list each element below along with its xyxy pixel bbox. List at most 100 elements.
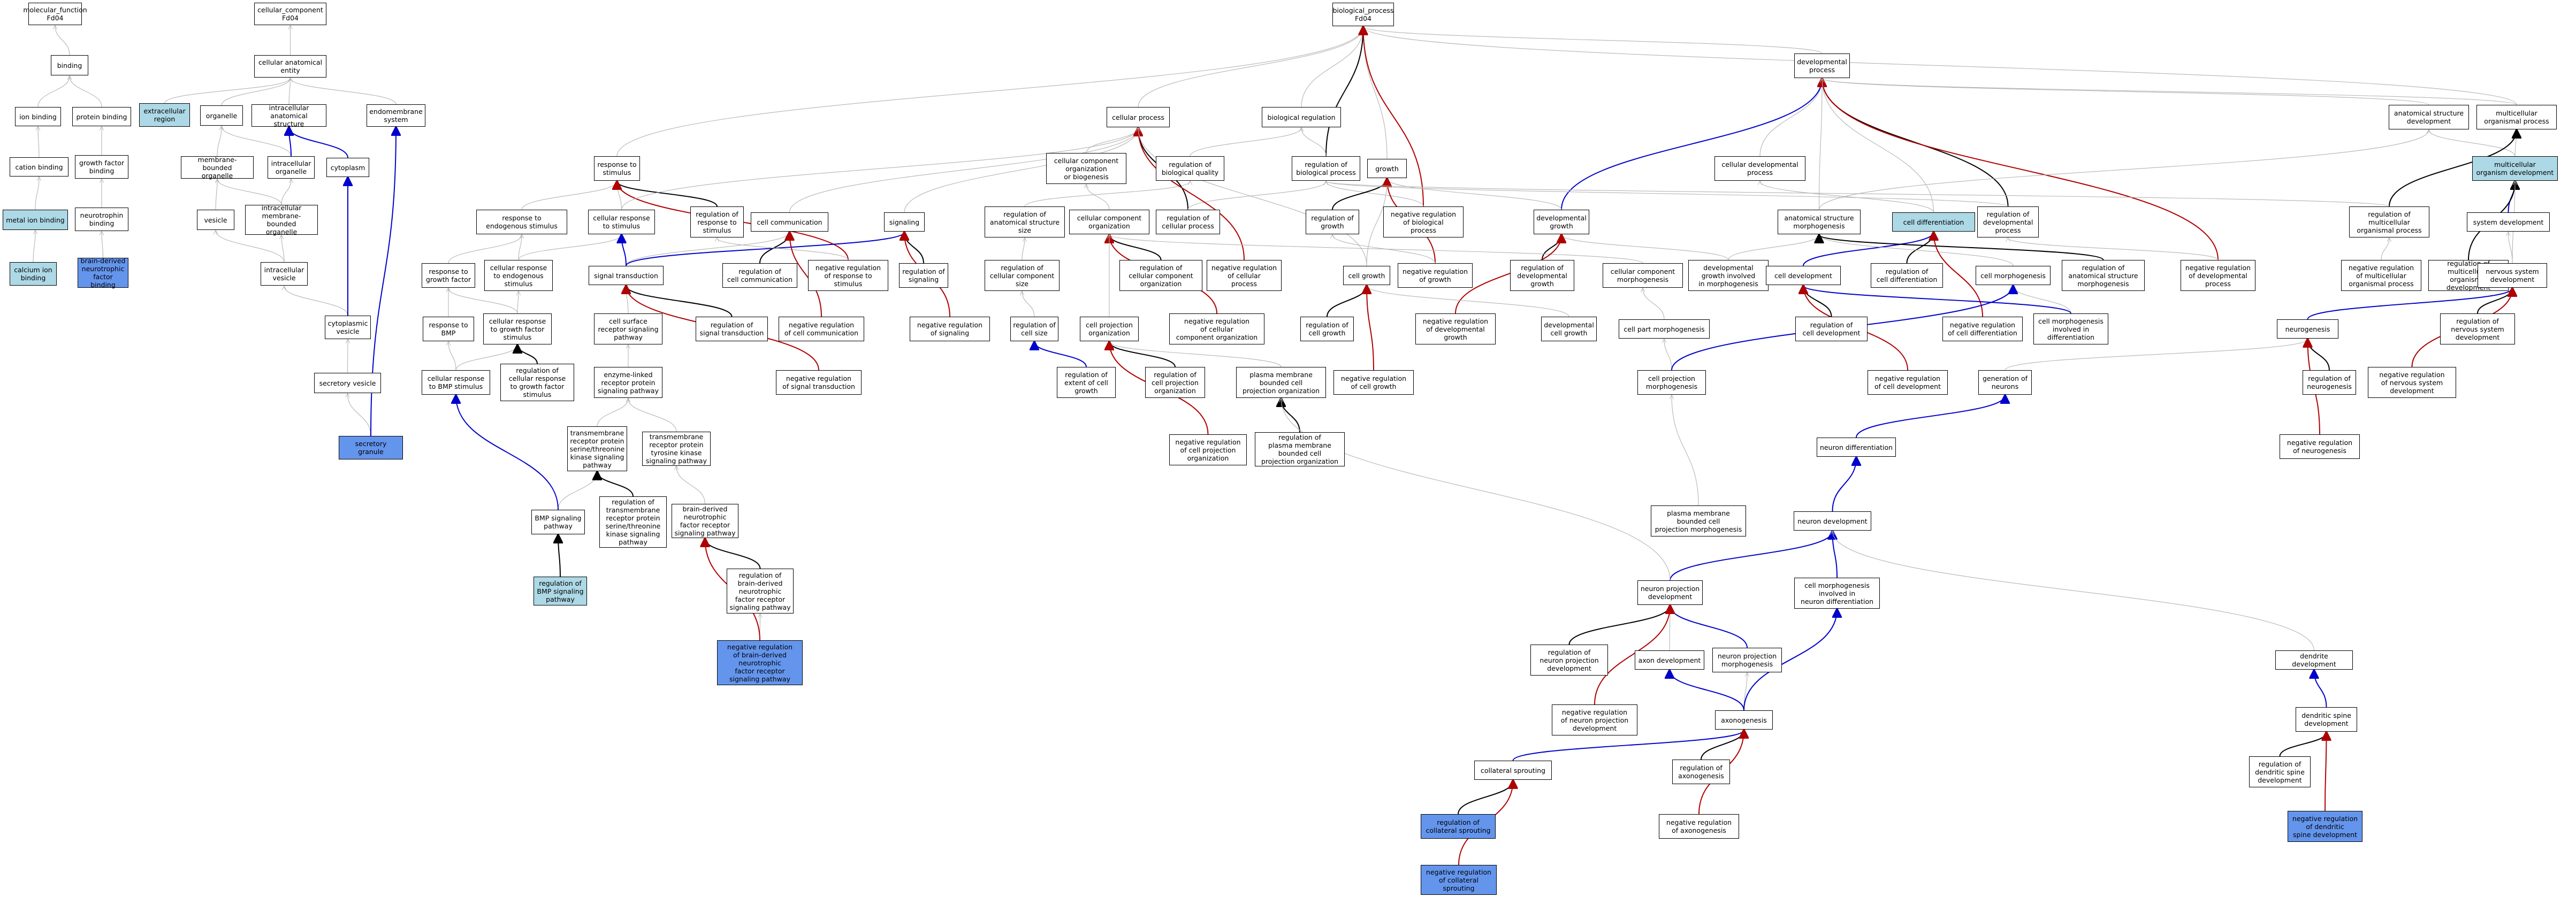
node-binding[interactable]: binding bbox=[51, 55, 88, 75]
node-negative-regulation-of-nervous-system-development[interactable]: negative regulation of nervous system de… bbox=[2368, 367, 2456, 398]
node-cellular-response-to-endogenous-stimulus[interactable]: cellular response to endogenous stimulus bbox=[484, 260, 553, 291]
node-cytoplasmic-vesicle[interactable]: cytoplasmic vesicle bbox=[325, 316, 371, 339]
node-regulation-of-signaling[interactable]: regulation of signaling bbox=[899, 263, 948, 288]
node-extracellular-region[interactable]: extracellular region bbox=[139, 103, 190, 127]
node-regulation-of-cellular-process[interactable]: regulation of cellular process bbox=[1156, 210, 1220, 234]
node-response-to-stimulus[interactable]: response to stimulus bbox=[594, 156, 640, 181]
node-biological-regulation[interactable]: biological regulation bbox=[1262, 107, 1341, 127]
node-cell-development[interactable]: cell development bbox=[1766, 266, 1841, 285]
node-nervous-system-development[interactable]: nervous system development bbox=[2478, 263, 2547, 288]
node-intracellular-anatomical-structure[interactable]: intracellular anatomical structure bbox=[251, 104, 326, 128]
node-developmental-process[interactable]: developmental process bbox=[1794, 53, 1850, 78]
node-negative-regulation-of-dendritic-spine-development[interactable]: negative regulation of dendritic spine d… bbox=[2288, 811, 2362, 842]
node-molecular-function[interactable]: molecular_function Fd04 bbox=[23, 3, 87, 25]
node-negative-regulation-of-collateral-sprouting[interactable]: negative regulation of collateral sprout… bbox=[1421, 865, 1497, 895]
node-multicellular-organism-development[interactable]: multicellular organism development bbox=[2472, 156, 2558, 181]
node-generation-of-neurons[interactable]: generation of neurons bbox=[1978, 370, 2032, 395]
node-cell-growth[interactable]: cell growth bbox=[1343, 266, 1390, 285]
node-regulation-of-bmp-signaling-pathway[interactable]: regulation of BMP signaling pathway bbox=[534, 577, 587, 605]
node-protein-binding[interactable]: protein binding bbox=[72, 107, 131, 126]
node-neuron-projection-morphogenesis[interactable]: neuron projection morphogenesis bbox=[1712, 648, 1782, 672]
node-cell-part-morphogenesis[interactable]: cell part morphogenesis bbox=[1619, 319, 1710, 339]
node-regulation-of-signal-transduction[interactable]: regulation of signal transduction bbox=[696, 317, 768, 341]
node-intracellular-vesicle[interactable]: intracellular vesicle bbox=[261, 262, 308, 286]
node-negative-regulation-of-neuron-projection-development[interactable]: negative regulation of neuron projection… bbox=[1552, 704, 1637, 735]
node-regulation-of-cell-development[interactable]: regulation of cell development bbox=[1795, 317, 1868, 341]
node-cellular-response-to-bmp-stimulus[interactable]: cellular response to BMP stimulus bbox=[422, 370, 490, 395]
node-cell-projection-organization[interactable]: cell projection organization bbox=[1080, 317, 1139, 341]
node-response-to-bmp[interactable]: response to BMP bbox=[423, 317, 474, 341]
node-cellular-response-to-stimulus[interactable]: cellular response to stimulus bbox=[588, 210, 655, 234]
node-cell-morphogenesis[interactable]: cell morphogenesis bbox=[1976, 266, 2051, 285]
node-collateral-sprouting[interactable]: collateral sprouting bbox=[1474, 761, 1552, 780]
node-negative-regulation-of-cell-development[interactable]: negative regulation of cell development bbox=[1868, 370, 1948, 395]
node-signaling[interactable]: signaling bbox=[884, 212, 925, 232]
node-regulation-of-cell-differentiation[interactable]: regulation of cell differentiation bbox=[1871, 263, 1943, 288]
node-regulation-of-plasma-membrane-bounded-cell-projection-organization[interactable]: regulation of plasma membrane bounded ce… bbox=[1255, 432, 1345, 466]
node-anatomical-structure-development[interactable]: anatomical structure development bbox=[2389, 105, 2469, 129]
node-intracellular-organelle[interactable]: intracellular organelle bbox=[268, 156, 315, 179]
node-negative-regulation-of-signal-transduction[interactable]: negative regulation of signal transducti… bbox=[776, 370, 862, 395]
node-signal-transduction[interactable]: signal transduction bbox=[589, 266, 664, 285]
node-dendrite-development[interactable]: dendrite development bbox=[2275, 650, 2353, 670]
node-negative-regulation-of-cellular-component-organization[interactable]: negative regulation of cellular componen… bbox=[1169, 313, 1264, 344]
node-membrane-bounded-organelle[interactable]: membrane-bounded organelle bbox=[181, 156, 254, 180]
node-regulation-of-cell-communication[interactable]: regulation of cell communication bbox=[722, 263, 797, 288]
node-neuron-development[interactable]: neuron development bbox=[1794, 511, 1871, 531]
node-negative-regulation-of-cell-projection-organization[interactable]: negative regulation of cell projection o… bbox=[1169, 434, 1247, 465]
node-intracellular-membrane-bounded-organelle[interactable]: intracellular membrane-bounded organelle bbox=[245, 204, 318, 236]
node-negative-regulation-of-cell-communication[interactable]: negative regulation of cell communicatio… bbox=[779, 317, 864, 341]
node-regulation-of-cell-size[interactable]: regulation of cell size bbox=[1010, 317, 1058, 341]
node-bmp-signaling-pathway[interactable]: BMP signaling pathway bbox=[531, 510, 585, 534]
node-cellular-process[interactable]: cellular process bbox=[1107, 107, 1170, 127]
node-regulation-of-axonogenesis[interactable]: regulation of axonogenesis bbox=[1672, 760, 1730, 784]
node-vesicle[interactable]: vesicle bbox=[197, 210, 234, 230]
node-transmembrane-receptor-tyrosine-kinase-pathway[interactable]: transmembrane receptor protein tyrosine … bbox=[642, 432, 711, 466]
node-cell-morphogenesis-involved-in-differentiation[interactable]: cell morphogenesis involved in different… bbox=[2033, 313, 2108, 344]
node-endomembrane-system[interactable]: endomembrane system bbox=[367, 104, 425, 127]
node-regulation-of-growth[interactable]: regulation of growth bbox=[1306, 210, 1359, 234]
node-developmental-cell-growth[interactable]: developmental cell growth bbox=[1541, 317, 1597, 341]
node-developmental-growth-involved-in-morphogenesis[interactable]: developmental growth involved in morphog… bbox=[1688, 260, 1769, 291]
node-regulation-of-cell-projection-organization[interactable]: regulation of cell projection organizati… bbox=[1145, 367, 1205, 398]
node-calcium-ion-binding[interactable]: calcium ion binding bbox=[10, 262, 57, 286]
node-plasma-membrane-bounded-cell-projection-morphogenesis[interactable]: plasma membrane bounded cell projection … bbox=[1651, 505, 1746, 536]
node-metal-ion-binding[interactable]: metal ion binding bbox=[3, 210, 68, 230]
node-neurogenesis[interactable]: neurogenesis bbox=[2277, 319, 2338, 339]
node-regulation-of-cell-growth[interactable]: regulation of cell growth bbox=[1300, 317, 1354, 341]
node-cytoplasm[interactable]: cytoplasm bbox=[326, 158, 369, 177]
node-cellular-component-organization[interactable]: cellular component organization bbox=[1069, 210, 1149, 234]
node-response-to-endogenous-stimulus[interactable]: response to endogenous stimulus bbox=[476, 210, 567, 234]
node-cell-differentiation[interactable]: cell differentiation bbox=[1892, 212, 1975, 232]
node-negative-regulation-of-developmental-growth[interactable]: negative regulation of developmental gro… bbox=[1415, 313, 1496, 344]
node-regulation-of-transmembrane-receptor-serine-threonine-kinase-pathway[interactable]: regulation of transmembrane receptor pro… bbox=[599, 496, 667, 548]
node-regulation-of-biological-process[interactable]: regulation of biological process bbox=[1292, 156, 1360, 181]
node-axon-development[interactable]: axon development bbox=[1635, 650, 1704, 670]
node-negative-regulation-of-developmental-process[interactable]: negative regulation of developmental pro… bbox=[2181, 260, 2255, 291]
node-system-development[interactable]: system development bbox=[2467, 212, 2550, 232]
node-biological-process[interactable]: biological_process Fd04 bbox=[1332, 3, 1394, 26]
node-dendritic-spine-development[interactable]: dendritic spine development bbox=[2296, 707, 2357, 732]
node-regulation-of-neuron-projection-development[interactable]: regulation of neuron projection developm… bbox=[1530, 645, 1608, 676]
node-regulation-of-anatomical-structure-morphogenesis[interactable]: regulation of anatomical structure morph… bbox=[2062, 260, 2145, 291]
node-regulation-of-cellular-component-size[interactable]: regulation of cellular component size bbox=[985, 260, 1060, 291]
node-secretory-granule[interactable]: secretory granule bbox=[339, 436, 403, 459]
node-regulation-of-dendritic-spine-development[interactable]: regulation of dendritic spine developmen… bbox=[2249, 756, 2311, 787]
node-response-to-growth-factor[interactable]: response to growth factor bbox=[422, 263, 475, 288]
node-regulation-of-multicellular-organismal-process[interactable]: regulation of multicellular organismal p… bbox=[2349, 206, 2429, 237]
node-plasma-membrane-bounded-cell-projection-organization[interactable]: plasma membrane bounded cell projection … bbox=[1236, 367, 1326, 398]
node-negative-regulation-of-biological-process[interactable]: negative regulation of biological proces… bbox=[1383, 206, 1464, 237]
node-regulation-of-neurogenesis[interactable]: regulation of neurogenesis bbox=[2303, 370, 2356, 395]
node-regulation-of-biological-quality[interactable]: regulation of biological quality bbox=[1156, 156, 1224, 181]
node-axonogenesis[interactable]: axonogenesis bbox=[1715, 710, 1773, 730]
node-negative-regulation-of-multicellular-organismal-process[interactable]: negative regulation of multicellular org… bbox=[2341, 260, 2421, 291]
node-cation-binding[interactable]: cation binding bbox=[10, 157, 68, 177]
node-cell-morphogenesis-involved-in-neuron-differentiation[interactable]: cell morphogenesis involved in neuron di… bbox=[1794, 578, 1880, 609]
node-multicellular-organismal-process[interactable]: multicellular organismal process bbox=[2476, 105, 2557, 129]
node-organelle[interactable]: organelle bbox=[200, 105, 243, 126]
node-cell-projection-morphogenesis[interactable]: cell projection morphogenesis bbox=[1637, 370, 1706, 395]
node-regulation-of-developmental-growth[interactable]: regulation of developmental growth bbox=[1510, 260, 1574, 291]
node-negative-regulation-of-growth[interactable]: negative regulation of growth bbox=[1398, 263, 1473, 288]
node-negative-regulation-of-neurogenesis[interactable]: negative regulation of neurogenesis bbox=[2280, 434, 2360, 459]
node-regulation-of-extent-of-cell-growth[interactable]: regulation of extent of cell growth bbox=[1057, 367, 1116, 398]
